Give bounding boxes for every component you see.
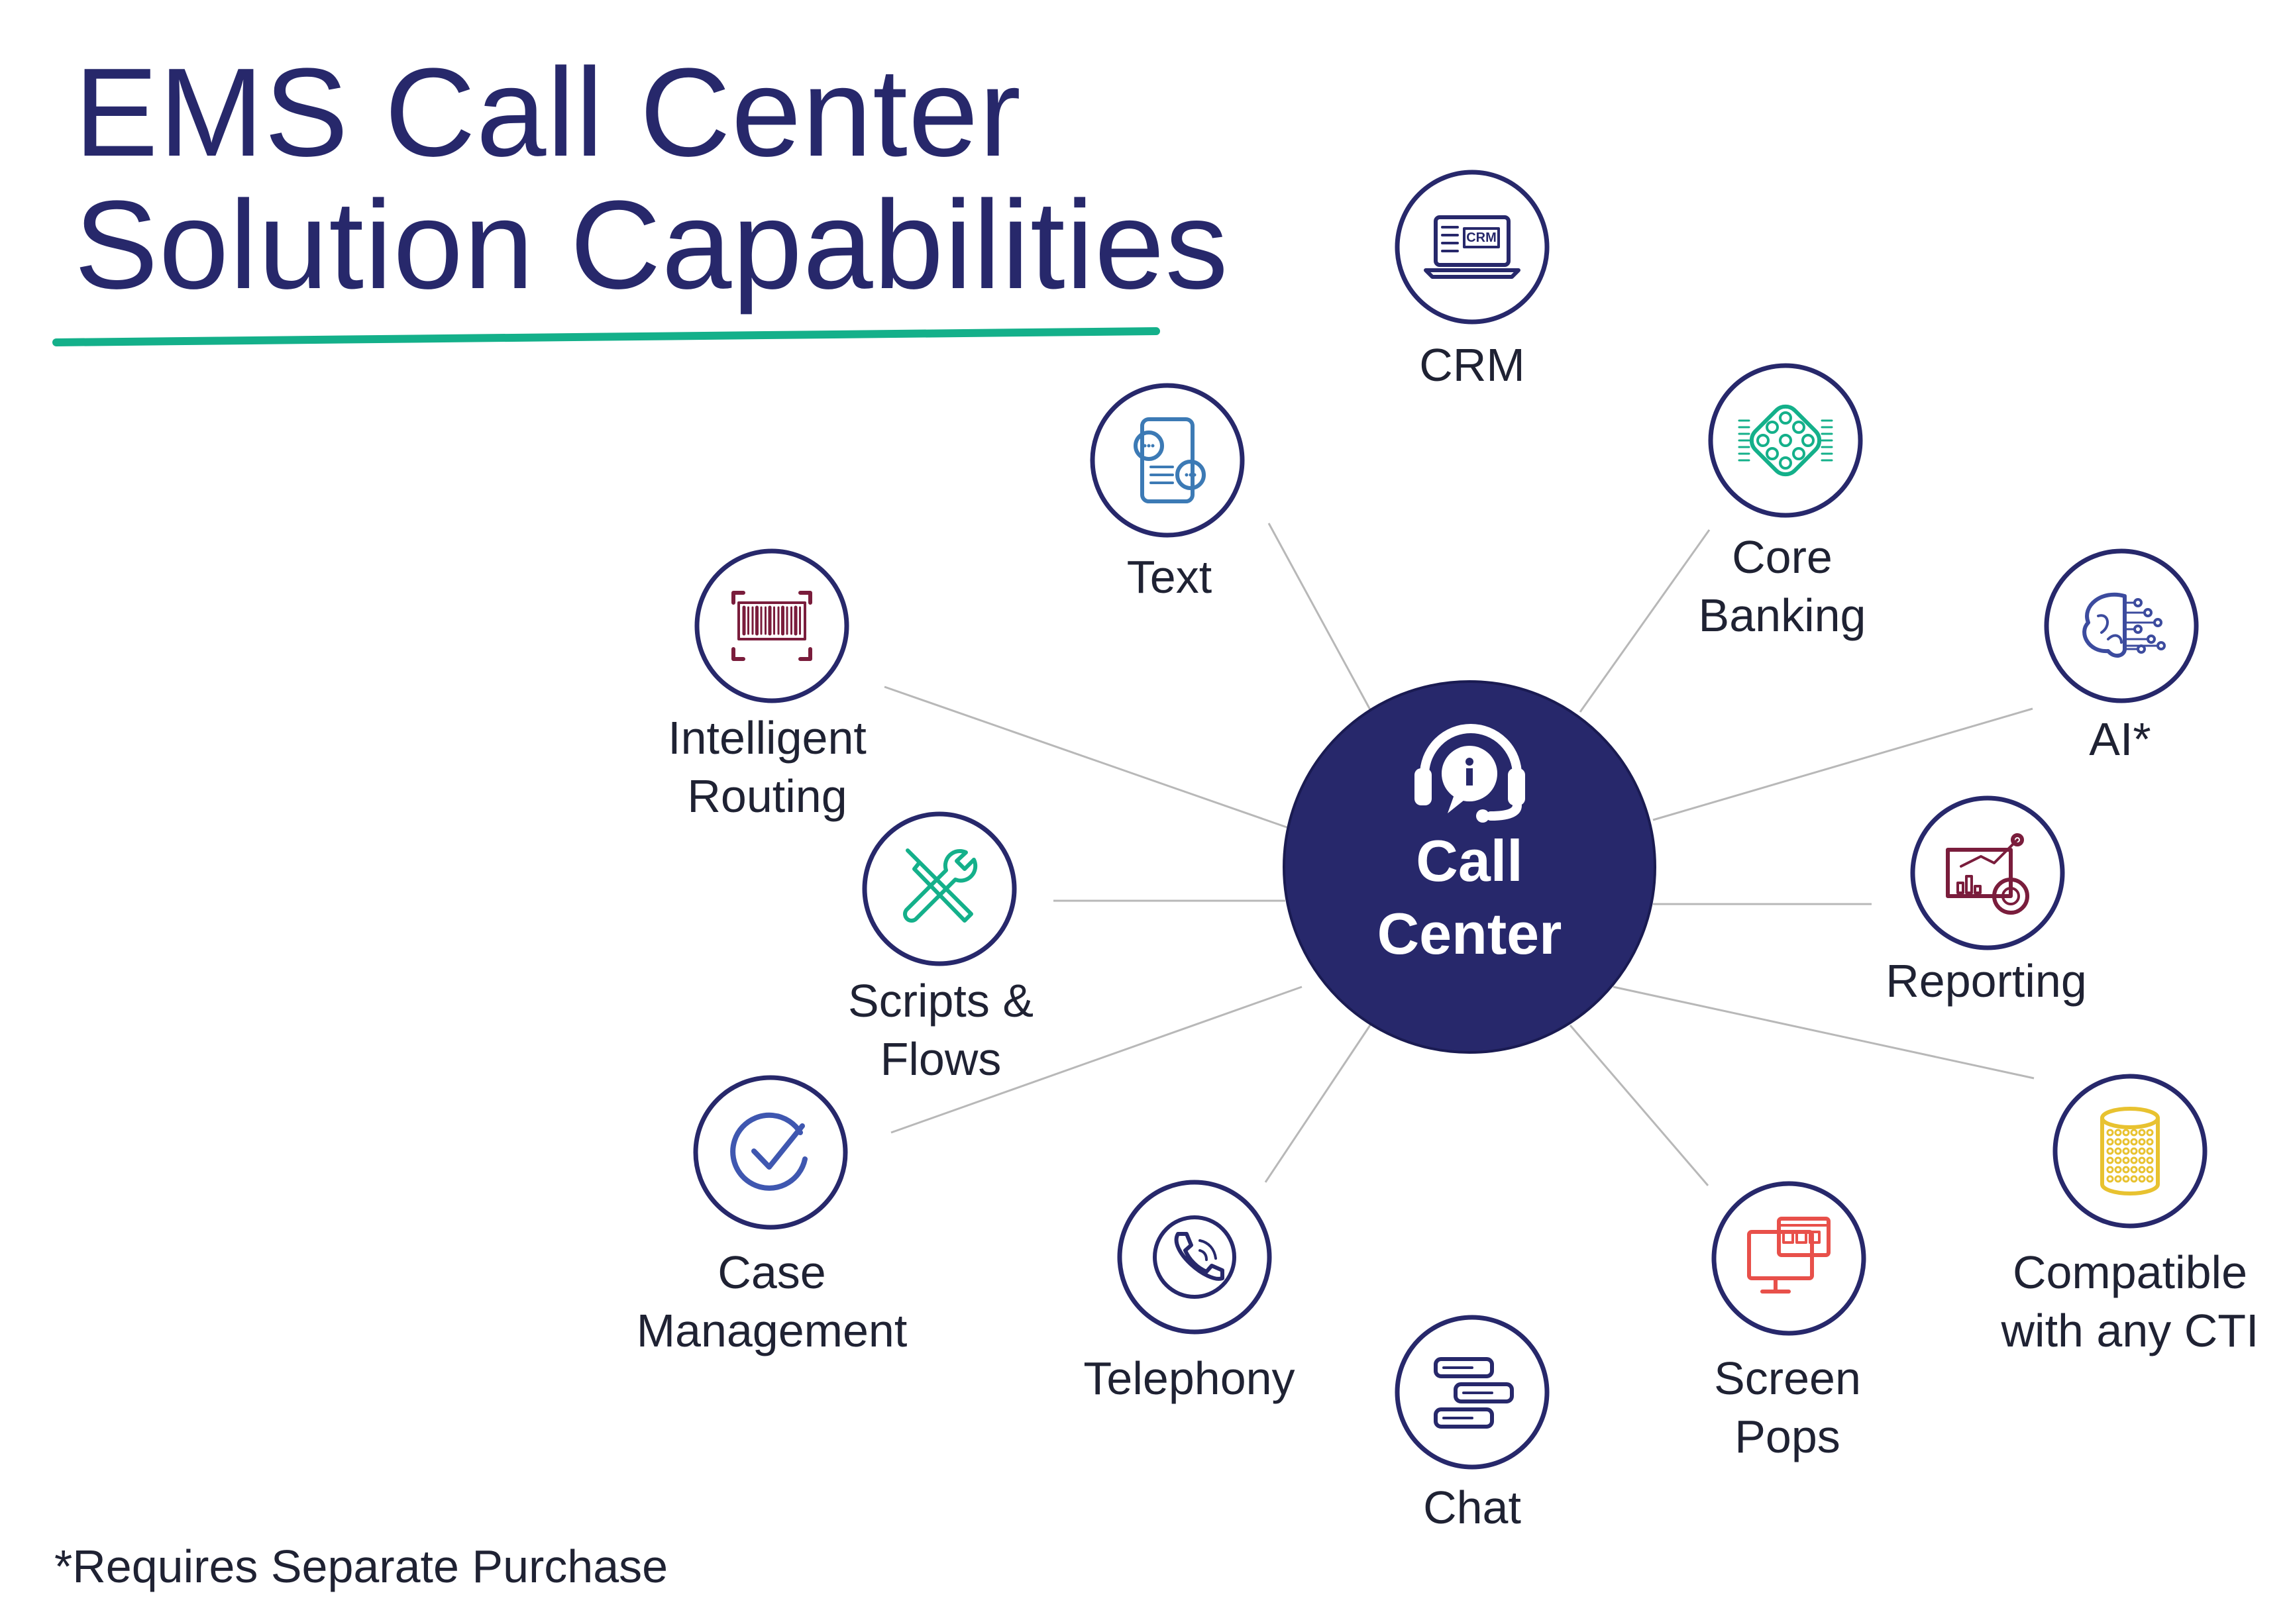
capability-label: AI* <box>2089 713 2151 765</box>
capability-label: with any CTI <box>2001 1305 2259 1356</box>
capability-circle <box>862 811 1017 966</box>
connector-case-management <box>890 986 1303 1134</box>
mobile-text-icon <box>1134 417 1206 503</box>
hub-label-line-1: Call <box>1416 828 1522 893</box>
capability-label: CRM <box>1419 339 1524 391</box>
connector-text <box>1267 523 1373 713</box>
capability-label: Routing <box>687 770 847 822</box>
connector-lines <box>884 523 2035 1186</box>
capability-circle <box>1711 1181 1866 1336</box>
capability-label: Flows <box>880 1033 1002 1085</box>
capability-label: Reporting <box>1886 955 2087 1007</box>
hub-circle <box>1283 680 1656 1054</box>
capability-text: Text <box>1090 383 1245 603</box>
capability-label: Text <box>1127 551 1212 603</box>
capability-label: Chat <box>1423 1482 1521 1533</box>
ai-brain-icon <box>2082 592 2166 658</box>
capability-label: Compatible <box>2013 1246 2247 1298</box>
capability-label: Pops <box>1734 1411 1840 1462</box>
connector-core-banking <box>1579 529 1711 713</box>
capability-label: Case <box>718 1246 825 1298</box>
capability-crm: CRM CRM <box>1395 170 1550 391</box>
chip-icon <box>1738 404 1833 477</box>
capability-label: Core <box>1732 531 1833 583</box>
title-line-1: EMS Call Center <box>74 42 1022 183</box>
capability-chat: Chat <box>1395 1315 1550 1533</box>
screen-pop-icon <box>1747 1217 1831 1294</box>
phone-icon <box>1153 1215 1236 1299</box>
capability-label: Intelligent <box>668 712 867 764</box>
capability-circle <box>2044 548 2199 703</box>
connector-compatible-cti <box>1613 986 2035 1080</box>
capability-circle <box>1708 363 1863 518</box>
capability-circle <box>1910 795 2065 950</box>
connector-intelligent-routing <box>884 685 1289 829</box>
capability-telephony: Telephony <box>1083 1180 1295 1404</box>
capability-circle <box>2052 1074 2208 1229</box>
capability-circle <box>1117 1180 1272 1335</box>
connector-telephony <box>1264 1023 1373 1183</box>
barcode-scan-icon <box>731 591 812 661</box>
page-title: EMS Call Center Solution Capabilities <box>74 46 1229 311</box>
capability-label: Banking <box>1699 589 1866 641</box>
chat-bubbles-icon <box>1434 1357 1514 1429</box>
hub-label-line-2: Center <box>1377 901 1562 966</box>
capability-compatible-cti: Compatible with any CTI <box>2001 1074 2259 1356</box>
capability-circle <box>693 1075 848 1230</box>
server-cylinder-icon <box>2100 1107 2160 1195</box>
check-circle-icon <box>730 1112 808 1191</box>
connector-screen-pops <box>1569 1025 1709 1186</box>
capability-circle <box>1090 383 1245 538</box>
capability-label: Scripts & <box>848 975 1034 1027</box>
title-underline <box>52 327 1160 346</box>
footnote: *Requires Separate Purchase <box>54 1541 668 1592</box>
capability-circle <box>694 548 849 703</box>
capability-label: Management <box>637 1305 908 1356</box>
title-line-2: Solution Capabilities <box>74 175 1229 315</box>
svg-text:CRM: CRM <box>1466 230 1497 245</box>
hub-node: Call Center <box>1283 680 1656 1054</box>
report-chart-icon <box>1946 833 2029 915</box>
capability-label: Screen <box>1714 1352 1861 1404</box>
crm-laptop-icon: CRM <box>1424 215 1520 279</box>
tools-icon <box>903 848 978 923</box>
capability-label: Telephony <box>1083 1352 1295 1404</box>
capability-scripts-flows: Scripts & Flows <box>848 811 1034 1085</box>
capability-ai: AI* <box>2044 548 2199 765</box>
capability-reporting: Reporting <box>1886 795 2087 1007</box>
connector-ai <box>1652 707 2033 821</box>
